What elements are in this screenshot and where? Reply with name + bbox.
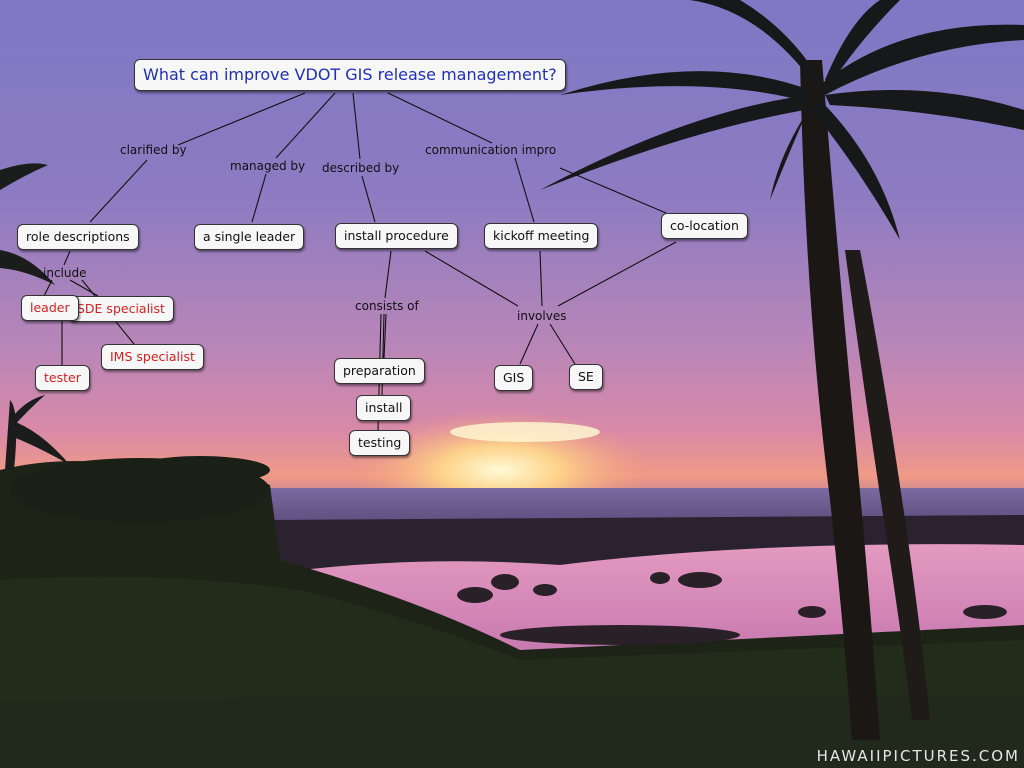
edge-kickoff-involves xyxy=(539,250,543,307)
edge-involves-gis xyxy=(519,323,539,365)
node-tester[interactable]: tester xyxy=(35,365,90,391)
edge-clarified-role xyxy=(89,159,148,223)
edge-colocation-involves xyxy=(557,241,677,307)
node-install-procedure[interactable]: install procedure xyxy=(335,223,458,249)
edge-install-consists xyxy=(384,250,392,299)
watermark: HAWAIIPICTURES.COM xyxy=(816,747,1020,765)
edge-title-described xyxy=(352,92,361,160)
link-involves: involves xyxy=(517,309,567,323)
edge-title-clarified xyxy=(177,92,306,146)
node-se[interactable]: SE xyxy=(569,364,603,390)
edge-managed-leader xyxy=(251,173,267,223)
link-include: include xyxy=(43,266,87,280)
edge-role-include xyxy=(63,250,71,266)
edge-described-install xyxy=(361,175,376,223)
node-testing[interactable]: testing xyxy=(349,430,411,456)
edge-involves-se xyxy=(549,323,576,365)
node-sde-specialist[interactable]: SDE specialist xyxy=(68,296,174,322)
node-kickoff-meeting[interactable]: kickoff meeting xyxy=(484,223,599,249)
link-described-by: described by xyxy=(322,161,400,175)
node-single-leader[interactable]: a single leader xyxy=(194,224,305,250)
edge-install-involves xyxy=(424,250,519,307)
node-leader[interactable]: leader xyxy=(21,295,79,321)
node-gis[interactable]: GIS xyxy=(494,365,534,391)
node-install[interactable]: install xyxy=(356,395,412,421)
edge-comm-colocation xyxy=(559,167,667,214)
link-managed-by: managed by xyxy=(230,159,306,173)
edge-title-managed xyxy=(275,92,336,159)
link-clarified-by: clarified by xyxy=(120,143,187,157)
edge-title-communication xyxy=(387,92,493,144)
node-preparation[interactable]: preparation xyxy=(334,358,425,384)
edge-consists-prep xyxy=(383,313,387,359)
node-co-location[interactable]: co-location xyxy=(661,213,748,239)
edge-comm-kickoff xyxy=(514,157,535,223)
link-consists-of: consists of xyxy=(355,299,419,313)
edge-include-leader xyxy=(43,279,53,297)
node-role-descriptions[interactable]: role descriptions xyxy=(17,224,139,250)
node-ims-specialist[interactable]: IMS specialist xyxy=(101,344,204,370)
central-question-node[interactable]: What can improve VDOT GIS release manage… xyxy=(134,59,566,91)
link-communication: communication impro xyxy=(425,143,557,157)
